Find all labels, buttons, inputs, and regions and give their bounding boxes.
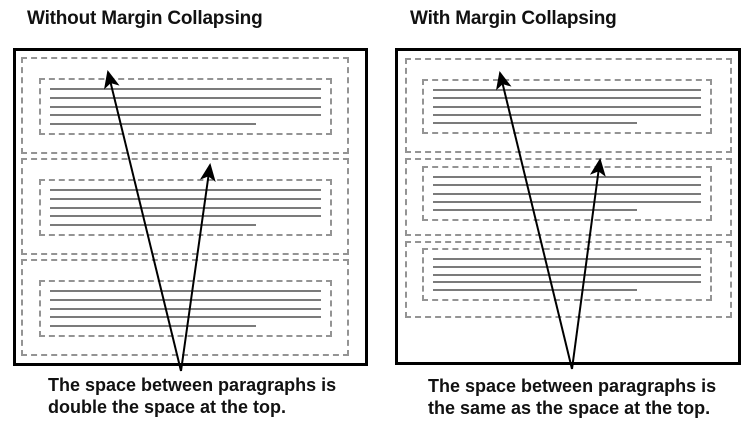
text-line	[433, 273, 701, 276]
text-line	[50, 189, 321, 191]
right-caption: The space between paragraphs is the same…	[428, 375, 716, 419]
right-caption-line-1: The space between paragraphs is	[428, 376, 717, 396]
text-line	[50, 197, 321, 200]
text-line	[50, 105, 321, 108]
left-paragraph-3-text-box	[39, 280, 332, 337]
text-line	[433, 184, 701, 187]
left-caption-line-1: The space between paragraphs is	[48, 375, 337, 395]
text-line	[433, 289, 637, 291]
text-line	[50, 215, 321, 218]
text-line	[433, 122, 637, 124]
right-paragraph-3-text-box	[422, 248, 712, 301]
left-caption-line-2: double the space at the top.	[48, 397, 287, 417]
text-line	[50, 123, 256, 125]
text-line	[433, 192, 701, 195]
text-line	[50, 96, 321, 99]
text-line	[433, 105, 701, 108]
left-paragraph-1-text-box	[39, 78, 332, 135]
left-paragraph-1-margin-box	[21, 57, 349, 154]
right-paragraph-2-text-box	[422, 166, 712, 221]
text-line	[433, 209, 637, 211]
text-line	[433, 258, 701, 260]
left-caption: The space between paragraphs is double t…	[48, 374, 336, 418]
left-panel-title: Without Margin Collapsing	[27, 8, 263, 29]
right-caption-line-2: the same as the space at the top.	[428, 398, 711, 418]
text-line	[50, 88, 321, 90]
text-line	[433, 97, 701, 100]
left-paragraph-2-text-box	[39, 179, 332, 236]
text-line	[50, 316, 321, 319]
text-line	[433, 200, 701, 203]
text-line	[433, 113, 701, 116]
text-line	[50, 206, 321, 209]
text-line	[433, 265, 701, 268]
text-line	[50, 290, 321, 292]
text-line	[433, 281, 701, 284]
text-line	[50, 114, 321, 117]
text-line	[50, 307, 321, 310]
text-line	[433, 176, 701, 178]
text-line	[50, 224, 256, 226]
text-line	[50, 298, 321, 301]
text-line	[50, 325, 256, 327]
text-line	[433, 89, 701, 91]
right-panel-title: With Margin Collapsing	[410, 8, 617, 29]
right-paragraph-1-text-box	[422, 79, 712, 134]
